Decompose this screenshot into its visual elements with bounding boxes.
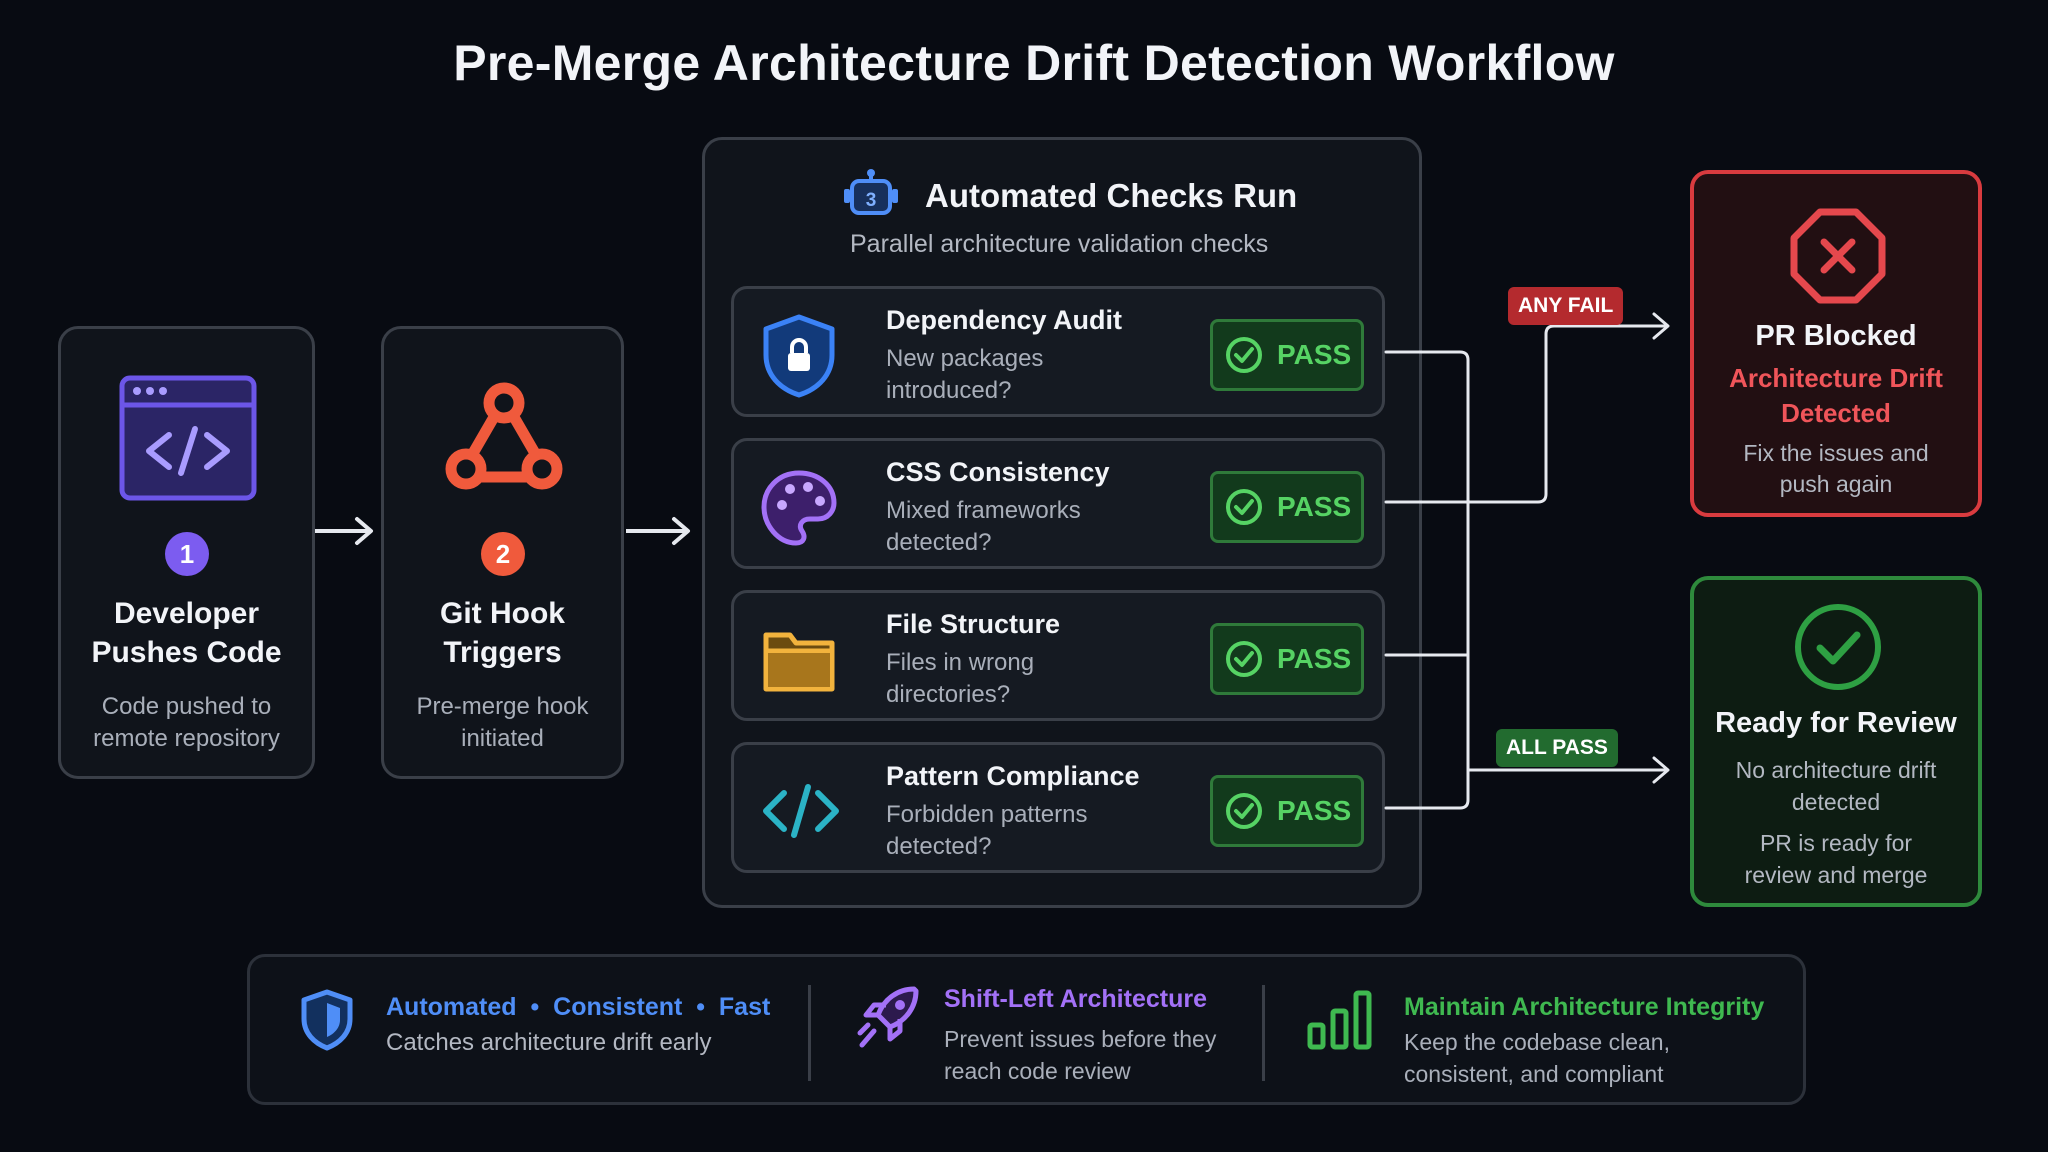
bar-chart-icon [1307, 990, 1372, 1050]
arrow-icon [315, 517, 373, 545]
diagram-title: Pre-Merge Architecture Drift Detection W… [453, 35, 1615, 91]
divider [1262, 985, 1265, 1081]
footer-benefits: Automated • Consistent • Fast Catches ar… [247, 954, 1806, 1105]
pass-label: PASS [1277, 339, 1352, 370]
code-window-icon [119, 375, 257, 501]
pass-badge: PASS [1210, 623, 1364, 695]
check-title: Dependency Audit [886, 305, 1123, 335]
svg-text:3: 3 [866, 190, 877, 211]
footer-description: Keep the codebase clean,consistent, and … [1404, 1029, 1670, 1087]
rocket-icon [857, 986, 919, 1048]
checks-subtitle: Parallel architecture validation checks [850, 230, 1269, 258]
pass-label: PASS [1277, 795, 1352, 826]
code-brackets-icon [763, 784, 839, 838]
divider [808, 985, 811, 1081]
check-circle-icon [1226, 489, 1262, 525]
outcome-title: PR Blocked [1755, 320, 1917, 352]
step-number-1: 1 [165, 532, 209, 576]
check-circle-icon [1226, 337, 1262, 373]
all-pass-badge: ALL PASS [1496, 729, 1618, 767]
pass-badge: PASS [1210, 775, 1364, 847]
any-fail-badge: ANY FAIL [1508, 287, 1624, 325]
footer-tags: Automated • Consistent • Fast [386, 993, 771, 1021]
check-circle-icon [1795, 604, 1881, 690]
pass-badge: PASS [1210, 471, 1364, 543]
palette-icon [761, 470, 837, 546]
check-circle-icon [1226, 641, 1262, 677]
footer-title: Maintain Architecture Integrity [1404, 993, 1765, 1021]
pass-badge: PASS [1210, 319, 1364, 391]
arrow-icon [626, 517, 690, 545]
footer-title: Shift-Left Architecture [944, 985, 1207, 1013]
robot-icon: 3 [844, 169, 898, 215]
x-octagon-icon [1790, 208, 1886, 304]
pass-label: PASS [1277, 491, 1352, 522]
check-title: CSS Consistency [886, 457, 1110, 487]
pass-label: PASS [1277, 643, 1352, 674]
outcome-title: Ready for Review [1715, 707, 1957, 739]
folder-icon [763, 632, 835, 692]
checks-title: Automated Checks Run [925, 177, 1298, 214]
step-number-2: 2 [481, 532, 525, 576]
webhook-icon [445, 382, 563, 490]
footer-description: Catches architecture drift early [386, 1029, 712, 1056]
shield-lock-icon [763, 314, 835, 398]
shield-icon [301, 989, 353, 1051]
check-title: File Structure [886, 609, 1061, 639]
check-title: Pattern Compliance [886, 761, 1140, 791]
check-circle-icon [1226, 793, 1262, 829]
